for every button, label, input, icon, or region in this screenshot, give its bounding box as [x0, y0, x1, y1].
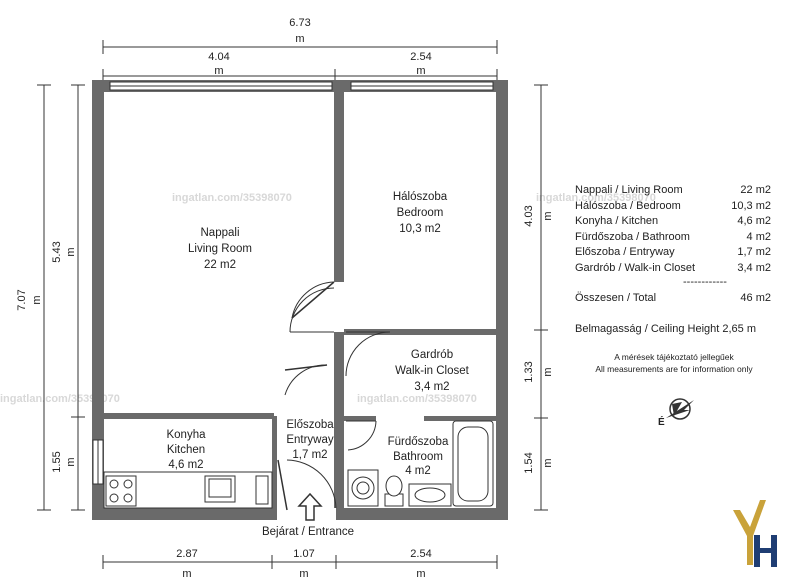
- table-row-area: 3,4 m2: [737, 262, 771, 274]
- dim-bottom-right: 2.54: [410, 548, 431, 560]
- area-table: Nappali / Living Room 22 m2 Hálószoba / …: [575, 184, 771, 374]
- dim-unit: m: [182, 568, 191, 580]
- room-entry-area: 1,7 m2: [292, 449, 327, 461]
- room-kitchen-area: 4,6 m2: [168, 459, 203, 471]
- dim-unit: m: [416, 568, 425, 580]
- room-closet-hu: Gardrób: [411, 349, 453, 361]
- room-closet-en: Walk-in Closet: [395, 365, 470, 377]
- dim-unit: m: [65, 457, 77, 466]
- table-row-name: Nappali / Living Room: [575, 184, 683, 196]
- dim-left-upper: 5.43: [51, 241, 63, 262]
- room-bathroom-hu: Fürdőszoba: [388, 436, 449, 448]
- left-dimension-lines: [37, 84, 85, 511]
- top-dimension-lines: [102, 40, 498, 83]
- dim-right-mid: 1.33: [523, 361, 535, 382]
- entrance-label: Bejárat / Entrance: [262, 526, 354, 538]
- table-total-label: Összesen / Total: [575, 292, 656, 304]
- dim-unit: m: [214, 65, 223, 77]
- dim-bottom-mid: 1.07: [293, 548, 314, 560]
- table-row-area: 1,7 m2: [737, 246, 771, 258]
- note-hu: A mérések tájékoztató jellegűek: [614, 352, 734, 362]
- dim-left-lower: 1.55: [51, 451, 63, 472]
- room-living-hu: Nappali: [201, 227, 240, 239]
- table-separator: ------------: [683, 276, 727, 288]
- table-row-name: Hálószoba / Bedroom: [575, 200, 681, 212]
- room-bedroom-hu: Hálószoba: [393, 191, 448, 203]
- watermark: ingatlan.com/35398070: [357, 393, 477, 405]
- table-row-name: Előszoba / Entryway: [575, 246, 675, 258]
- room-bathroom-en: Bathroom: [393, 451, 443, 463]
- yh-logo: [733, 500, 777, 567]
- dim-top-total: 6.73: [289, 17, 310, 29]
- dim-top-right: 2.54: [410, 51, 431, 63]
- room-kitchen-hu: Konyha: [166, 429, 206, 441]
- table-row-area: 10,3 m2: [731, 200, 771, 212]
- dim-unit: m: [416, 65, 425, 77]
- dim-unit: m: [295, 33, 304, 45]
- right-dimension-lines: [534, 84, 548, 511]
- dim-unit: m: [542, 211, 554, 220]
- room-bedroom-area: 10,3 m2: [399, 223, 441, 235]
- room-closet-area: 3,4 m2: [414, 381, 449, 393]
- interior-walls: [104, 92, 496, 508]
- table-row-area: 22 m2: [740, 184, 771, 196]
- dim-right-lower: 1.54: [523, 452, 535, 473]
- entrance-arrow-icon: [297, 492, 323, 521]
- room-bathroom-area: 4 m2: [405, 465, 431, 477]
- room-living-area: 22 m2: [204, 259, 236, 271]
- dim-unit: m: [65, 247, 77, 256]
- table-total-value: 46 m2: [740, 292, 771, 304]
- table-row-name: Konyha / Kitchen: [575, 215, 658, 227]
- watermark: ingatlan.com/35398070: [536, 192, 656, 204]
- watermark: ingatlan.com/35398070: [0, 393, 120, 405]
- room-kitchen-en: Kitchen: [167, 444, 205, 456]
- ceiling-height: Belmagasság / Ceiling Height 2,65 m: [575, 323, 756, 335]
- dim-unit: m: [31, 295, 43, 304]
- dim-right-upper: 4.03: [523, 205, 535, 226]
- bottom-dimension-lines: [102, 555, 498, 569]
- room-living-en: Living Room: [188, 243, 252, 255]
- dim-unit: m: [542, 458, 554, 467]
- watermark: ingatlan.com/35398070: [172, 192, 292, 204]
- dim-unit: m: [542, 367, 554, 376]
- table-row-name: Gardrób / Walk-in Closet: [575, 262, 695, 274]
- dim-bottom-left: 2.87: [176, 548, 197, 560]
- dim-left-total: 7.07: [16, 289, 28, 310]
- doors: [277, 281, 391, 511]
- compass-label: É: [658, 415, 665, 428]
- table-row-area: 4,6 m2: [737, 215, 771, 227]
- note-en: All measurements are for information onl…: [595, 364, 753, 374]
- room-entry-hu: Előszoba: [286, 419, 334, 431]
- compass-icon: É: [658, 398, 694, 428]
- bathroom-fixtures: [347, 420, 494, 507]
- dim-top-left: 4.04: [208, 51, 229, 63]
- windows: [92, 81, 494, 485]
- dim-unit: m: [299, 568, 308, 580]
- table-row-name: Fürdőszoba / Bathroom: [575, 231, 690, 243]
- room-bedroom-en: Bedroom: [397, 207, 444, 219]
- table-row-area: 4 m2: [747, 231, 771, 243]
- kitchen-counter: [103, 471, 273, 509]
- room-entry-en: Entryway: [286, 434, 334, 446]
